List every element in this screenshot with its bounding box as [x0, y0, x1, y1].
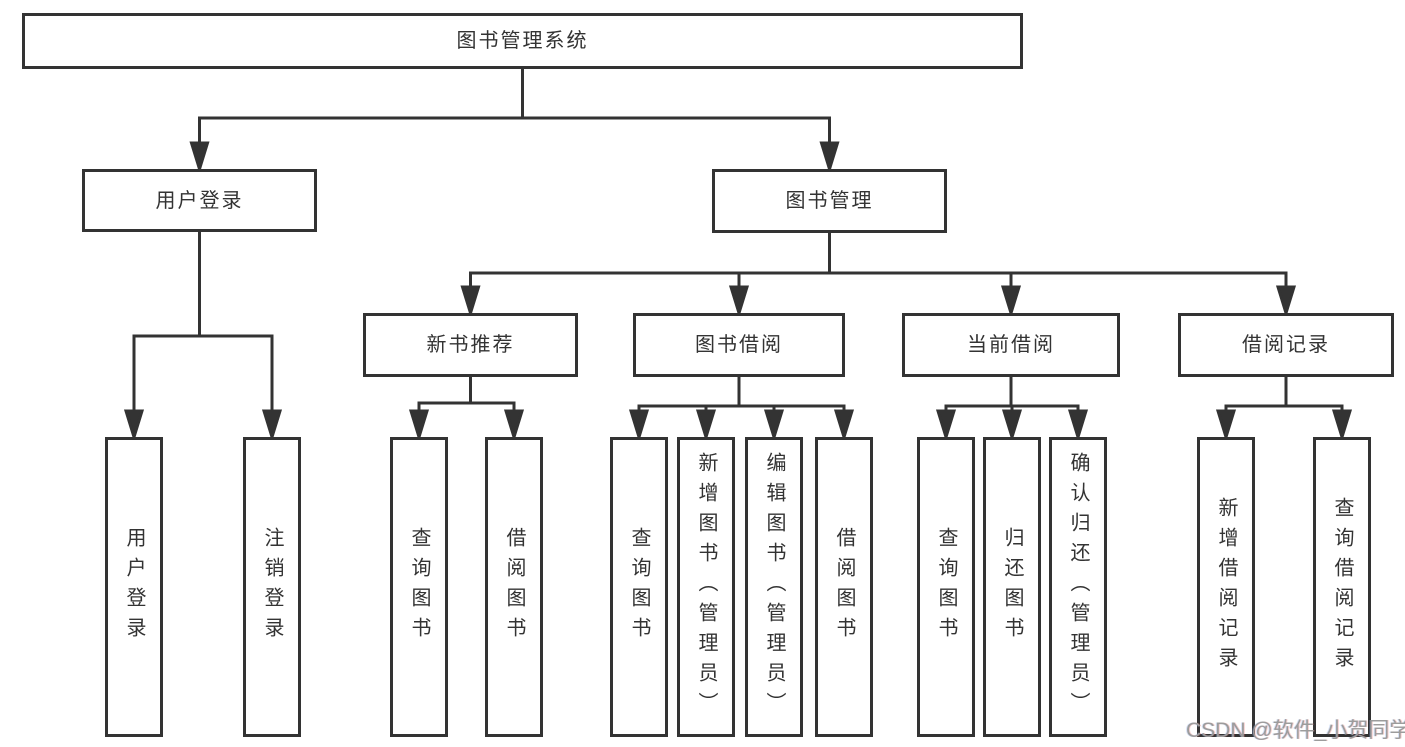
leaf-confirm-return-admin: 确认归还（管理员） — [1049, 437, 1107, 737]
arrow-head — [728, 285, 750, 319]
leaf-query-book-2: 查询图书 — [610, 437, 668, 737]
arrow-head — [1331, 409, 1353, 443]
node-book-borrow: 图书借阅 — [633, 313, 845, 377]
leaf-borrow-book-1: 借阅图书 — [485, 437, 543, 737]
arrow-head — [819, 141, 840, 175]
connector-borrow-record-branch — [1215, 377, 1353, 443]
node-root-system: 图书管理系统 — [22, 13, 1023, 69]
arrow-head — [1001, 409, 1023, 443]
arrow-head — [123, 409, 145, 443]
arrow-head — [695, 409, 717, 443]
leaf-query-borrow-record: 查询借阅记录 — [1313, 437, 1371, 737]
arrow-head — [261, 409, 283, 443]
arrow-head — [763, 409, 785, 443]
node-current-borrow: 当前借阅 — [902, 313, 1120, 377]
connector-root-to-level2 — [189, 69, 840, 175]
connector-current-borrow-branch — [935, 377, 1089, 443]
connector-book-borrow-branch — [628, 377, 855, 443]
arrow-head — [189, 141, 210, 175]
leaf-edit-book-admin: 编辑图书（管理员） — [745, 437, 803, 737]
leaf-return-book: 归还图书 — [983, 437, 1041, 737]
node-book-management: 图书管理 — [712, 169, 947, 233]
arrow-head — [1000, 285, 1022, 319]
arrow-head — [935, 409, 957, 443]
leaf-user-login: 用户登录 — [105, 437, 163, 737]
leaf-query-book-1: 查询图书 — [390, 437, 448, 737]
arrow-head — [460, 285, 481, 319]
arrow-head — [833, 409, 855, 443]
node-borrow-record: 借阅记录 — [1178, 313, 1394, 377]
leaf-borrow-book-2: 借阅图书 — [815, 437, 873, 737]
leaf-add-borrow-record: 新增借阅记录 — [1197, 437, 1255, 737]
node-user-login: 用户登录 — [82, 169, 317, 232]
node-new-book-recommend: 新书推荐 — [363, 313, 578, 377]
leaf-logout: 注销登录 — [243, 437, 301, 737]
leaf-add-book-admin: 新增图书（管理员） — [677, 437, 735, 737]
arrow-head — [1275, 285, 1297, 319]
connector-user-login-branch — [123, 232, 283, 443]
arrow-head — [503, 409, 525, 443]
arrow-head — [628, 409, 650, 443]
arrow-head — [408, 409, 430, 443]
arrow-head — [1215, 409, 1237, 443]
leaf-query-book-3: 查询图书 — [917, 437, 975, 737]
arrow-head — [1067, 409, 1089, 443]
connector-book-management-branch — [460, 233, 1297, 319]
csdn-watermark: CSDN @软件_小贺同学 — [1186, 719, 1405, 742]
connector-new-book-branch — [408, 377, 525, 443]
